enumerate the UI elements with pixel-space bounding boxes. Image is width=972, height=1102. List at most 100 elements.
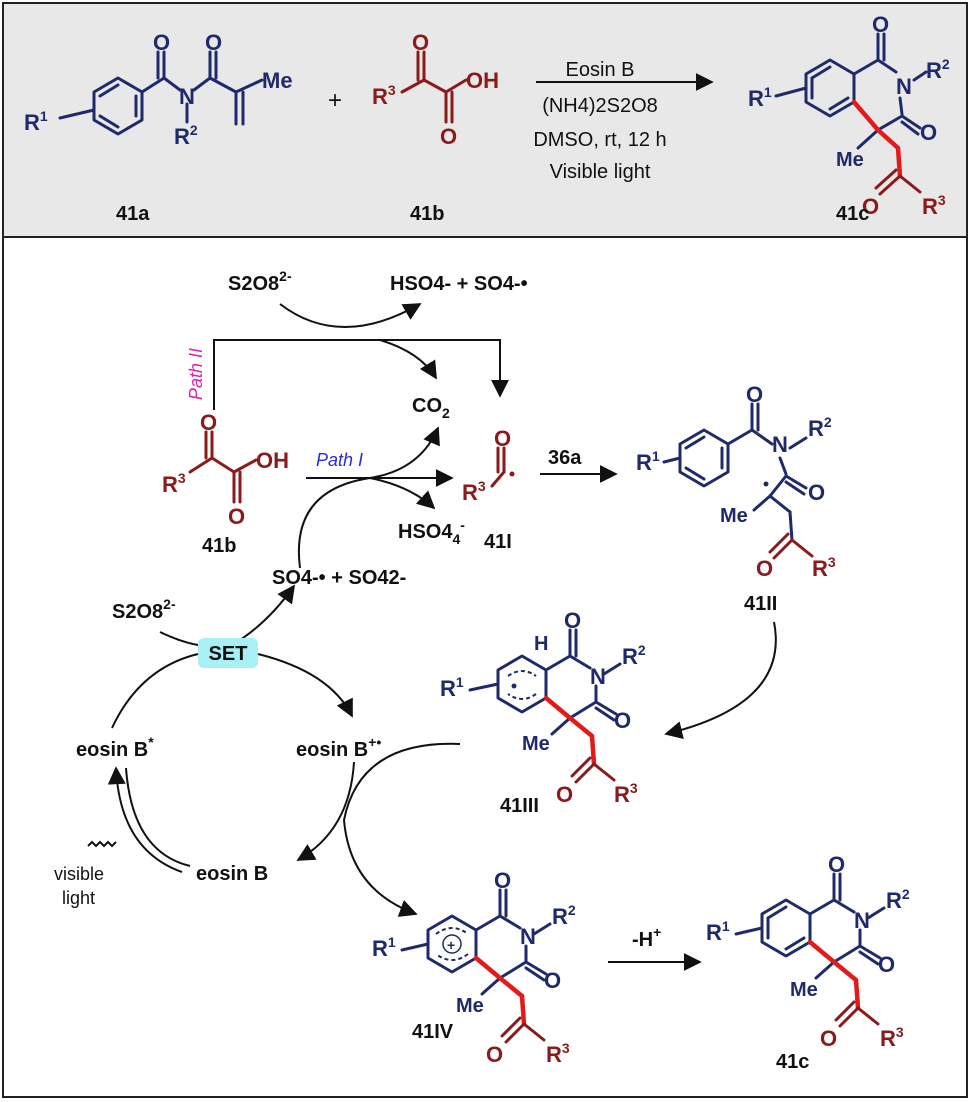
atom-N: N <box>896 74 912 99</box>
atom-R2: R2 <box>552 902 576 929</box>
label-41c: 41c <box>836 203 869 225</box>
compound-41b: O O OH R3 41b <box>162 410 289 557</box>
atom-N: N <box>179 84 195 109</box>
light-label-2: light <box>62 888 95 908</box>
label-41I: 41I <box>484 531 512 553</box>
atom-R2: R2 <box>886 886 910 913</box>
atom-O: O <box>544 968 561 993</box>
svg-text:+: + <box>447 937 455 953</box>
atom-R1: R1 <box>706 918 730 945</box>
reagent-conditions: DMSO, rt, 12 h <box>533 129 666 151</box>
atom-N: N <box>590 664 606 689</box>
eosin-radical-cation: eosin B+• <box>296 734 381 761</box>
cycle-arrow-right <box>257 653 353 718</box>
reagent-light: Visible light <box>550 161 651 183</box>
light-wave <box>87 840 117 848</box>
atom-R3: R3 <box>546 1040 570 1067</box>
co2-arrow-path1 <box>369 426 440 479</box>
compound-41c-top: O N R2 O Me O R3 R1 41c <box>748 12 950 225</box>
atom-R3: R3 <box>880 1024 904 1051</box>
atom-R2: R2 <box>926 56 950 83</box>
cycle-arrow-down <box>296 761 355 861</box>
atom-R1: R1 <box>372 934 396 961</box>
atom-O: O <box>862 194 879 219</box>
eosin-star: eosin B* <box>76 734 154 761</box>
compound-41b-top: O O OH R3 41b <box>372 30 499 225</box>
atom-R3: R3 <box>922 192 946 219</box>
atom-Me: Me <box>262 68 293 93</box>
persulfate-arrow-top <box>279 303 422 328</box>
path2-line <box>213 339 509 410</box>
products-top: HSO4- + SO4-• <box>390 273 528 295</box>
atom-R2: R2 <box>808 414 832 441</box>
cycle-arrow-excitation <box>107 766 183 873</box>
atom-N: N <box>520 924 536 949</box>
label-41III: 41III <box>500 795 539 817</box>
atom-O: O <box>228 504 245 529</box>
atom-O: O <box>828 852 845 877</box>
atom-R1: R1 <box>748 84 772 111</box>
label-41II: 41II <box>744 593 777 615</box>
atom-R3: R3 <box>372 82 396 109</box>
atom-R1: R1 <box>440 674 464 701</box>
compound-41IV: + O N R2 O Me O R3 R1 41IV <box>372 868 576 1067</box>
arrow-41III-oxidation <box>342 742 461 917</box>
atom-R3: R3 <box>162 470 186 497</box>
path2-label: Path II <box>186 348 206 400</box>
reagent-oxidant: (NH4)2S2O8 <box>542 95 658 117</box>
atom-O: O <box>494 426 511 451</box>
hso4-arrow-path1 <box>369 477 436 510</box>
atom-N: N <box>854 908 870 933</box>
deprotonation-label: -H+ <box>632 924 661 951</box>
atom-H: H <box>534 633 548 655</box>
atom-Me: Me <box>456 995 484 1017</box>
atom-O: O <box>614 708 631 733</box>
compound-41c-bottom: O N R2 O Me O R3 R1 41c <box>706 852 910 1073</box>
label-41b-mech: 41b <box>202 535 236 557</box>
atom-N: N <box>772 432 788 457</box>
reaction-panel <box>2 2 968 238</box>
compound-41II: O N R2 O Me O R3 R1 41II <box>636 382 836 615</box>
atom-OH: OH <box>256 448 289 473</box>
atom-Me: Me <box>836 149 864 171</box>
compound-41III: H O N R2 O Me O R3 R1 41III <box>440 608 646 817</box>
atom-O: O <box>494 868 511 893</box>
atom-R1: R1 <box>636 448 660 475</box>
atom-R3: R3 <box>614 780 638 807</box>
atom-Me: Me <box>720 505 748 527</box>
path1-label: Path I <box>316 450 363 470</box>
atom-O: O <box>486 1042 503 1067</box>
label-41b: 41b <box>410 203 444 225</box>
atom-Me: Me <box>522 733 550 755</box>
persulfate-top: S2O82- <box>228 268 292 295</box>
label-41a: 41a <box>116 203 150 225</box>
co2-arrow-top <box>379 339 437 380</box>
eosin-ground: eosin B <box>196 863 268 885</box>
atom-OH: OH <box>466 68 499 93</box>
light-label-1: visible <box>54 864 104 884</box>
plus-sign: + <box>328 87 342 114</box>
atom-O: O <box>872 12 889 37</box>
atom-O: O <box>200 410 217 435</box>
atom-O: O <box>756 556 773 581</box>
co2-label: CO2 <box>412 395 450 421</box>
so4-products: SO4-• + SO42- <box>272 567 406 589</box>
label-41c-bottom: 41c <box>776 1051 809 1073</box>
compound-41a: O O N Me R1 R2 41a <box>24 30 293 225</box>
atom-R3: R3 <box>462 478 486 505</box>
atom-R2: R2 <box>622 642 646 669</box>
atom-O: O <box>412 30 429 55</box>
atom-O: O <box>820 1026 837 1051</box>
compound-41I: O R3 41I <box>462 426 515 553</box>
atom-O: O <box>153 30 170 55</box>
set-label: SET <box>209 643 248 665</box>
label-41IV: 41IV <box>412 1021 454 1043</box>
set-badge <box>198 638 258 668</box>
atom-O: O <box>746 382 763 407</box>
atom-R3: R3 <box>812 554 836 581</box>
arrow-41II-41III <box>664 621 777 739</box>
atom-O: O <box>808 480 825 505</box>
reagent-36a: 36a <box>548 447 582 469</box>
reagent-catalyst: Eosin B <box>566 59 635 81</box>
atom-R2: R2 <box>174 122 198 149</box>
